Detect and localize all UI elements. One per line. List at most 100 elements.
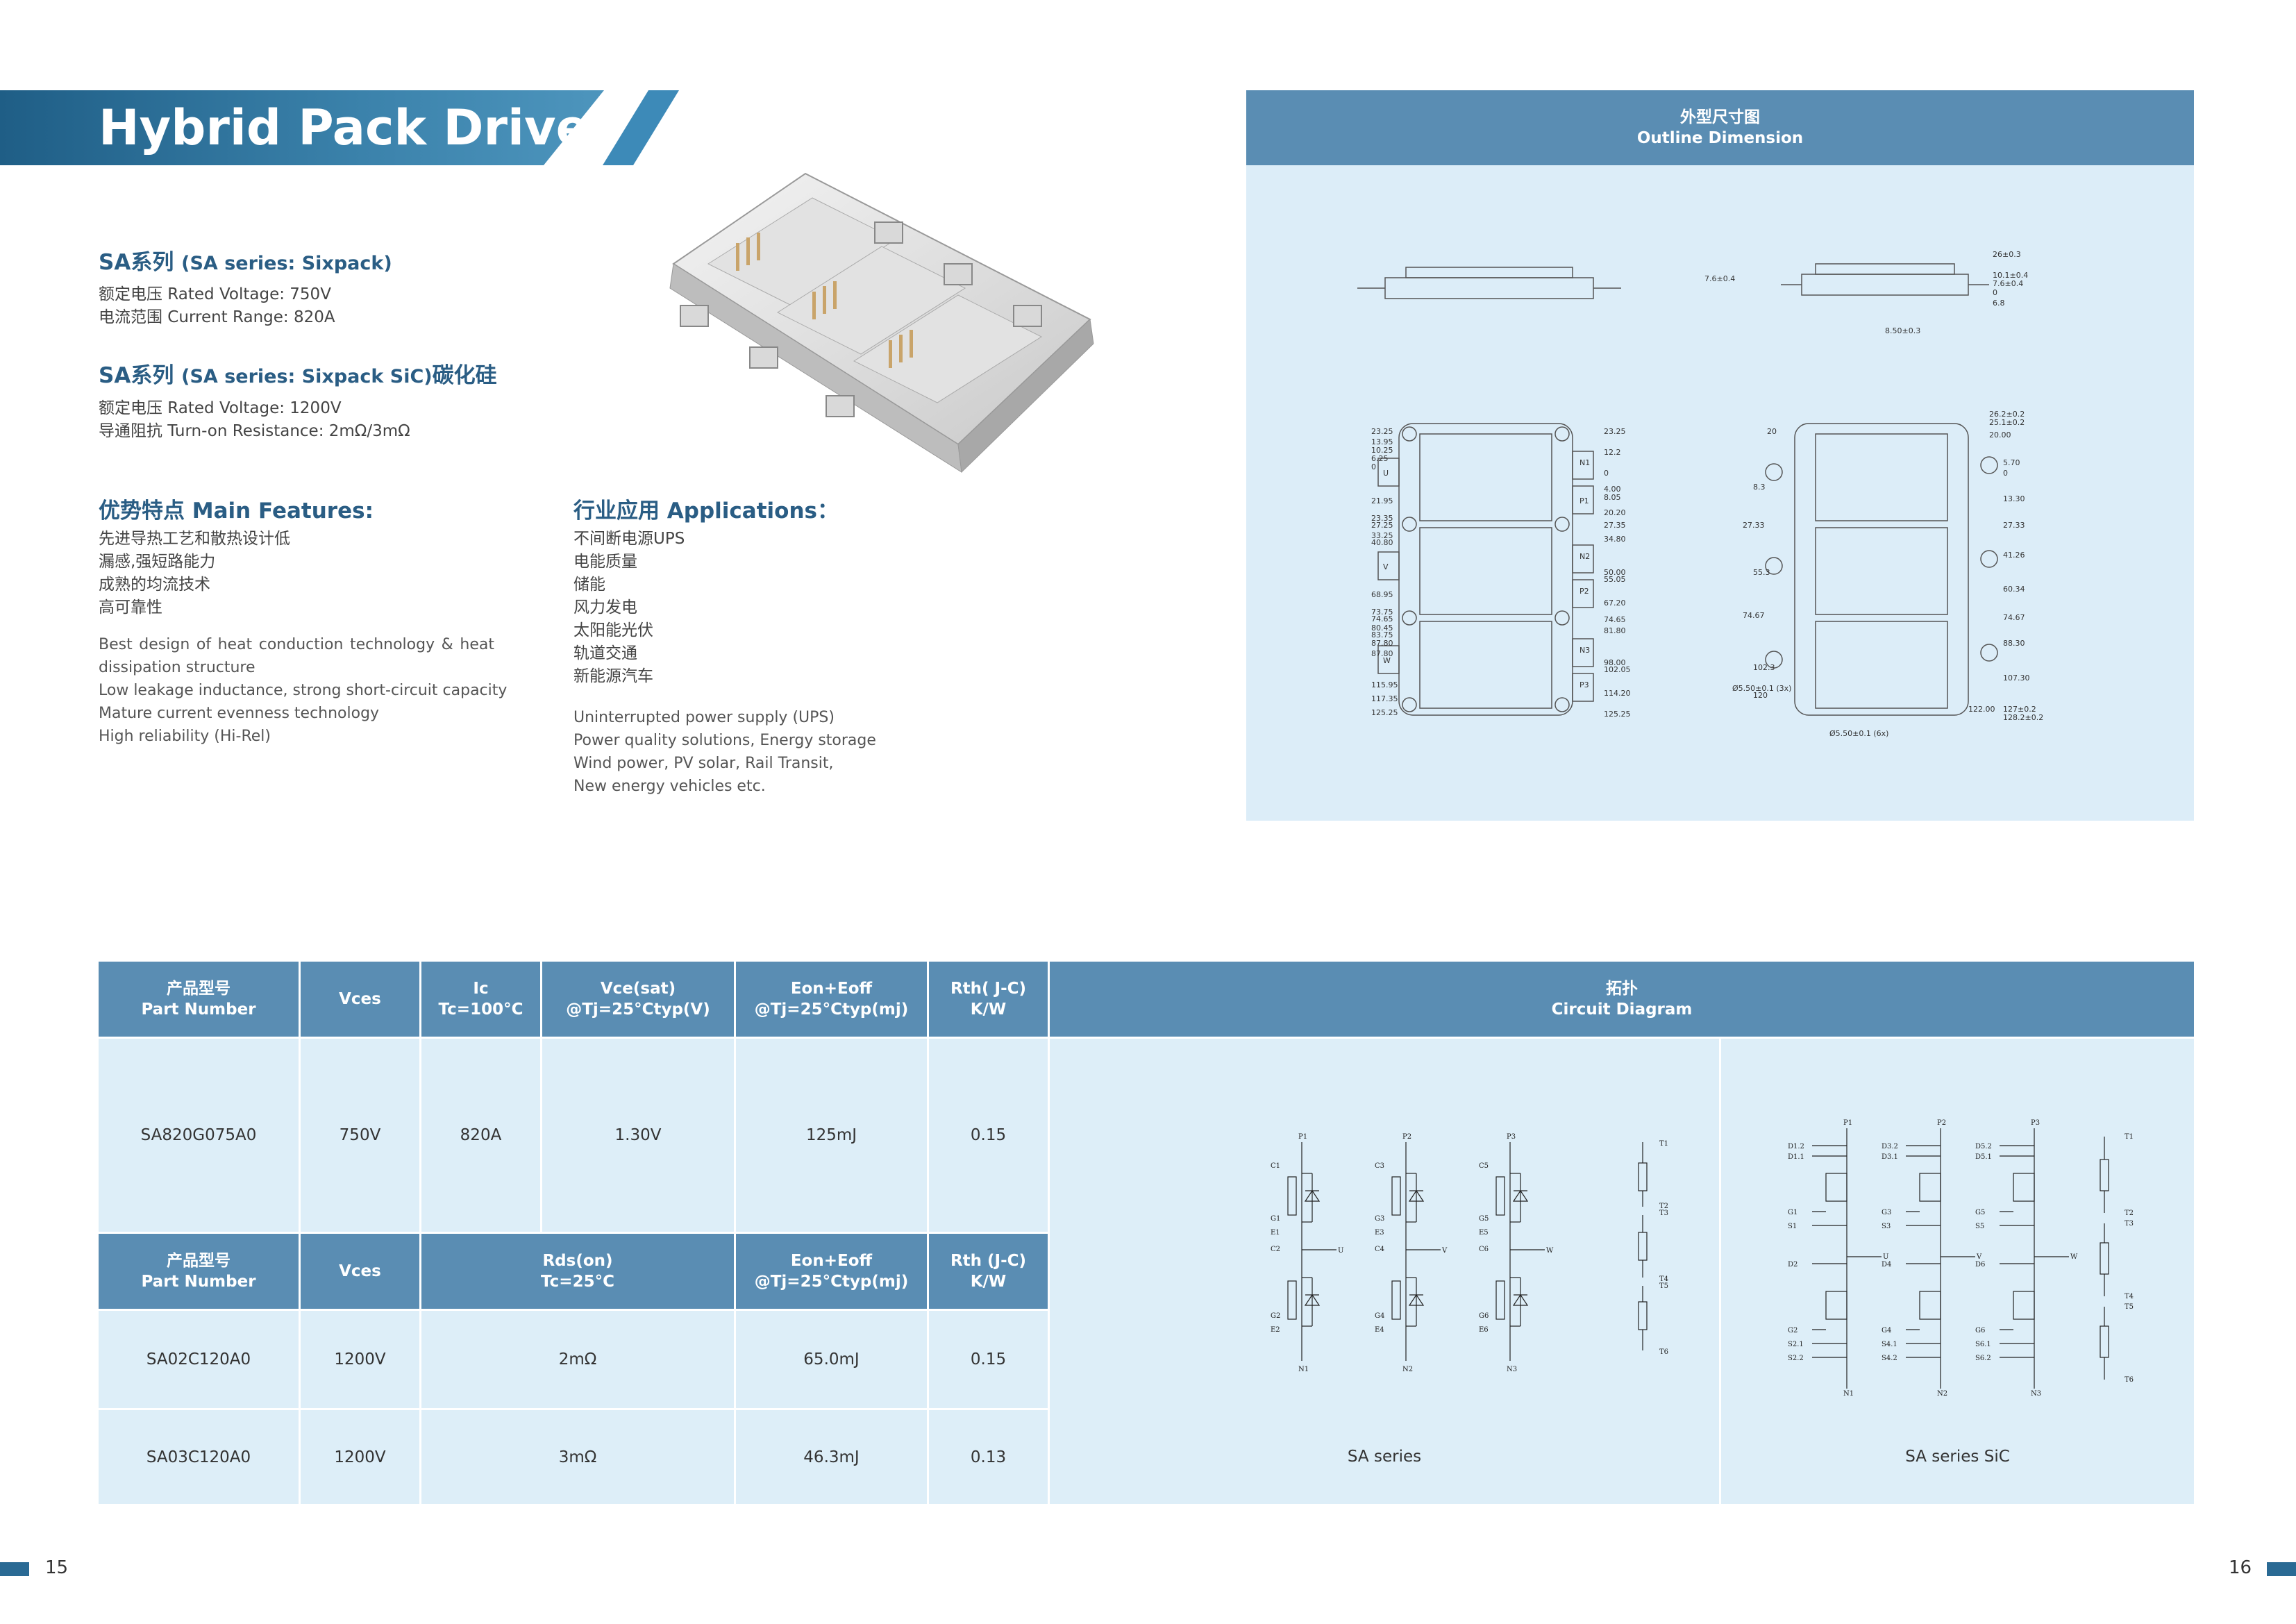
footer-bar-left: [0, 1562, 29, 1576]
application-en-item: Power quality solutions, Energy storage: [573, 732, 876, 749]
footer-bar-right: [2267, 1562, 2296, 1576]
svg-text:G4: G4: [1375, 1312, 1384, 1320]
svg-text:P1: P1: [1579, 496, 1589, 505]
svg-text:S4.2: S4.2: [1882, 1355, 1897, 1362]
circuit-cell-sic: SA series SiC: [1721, 1039, 2194, 1504]
svg-text:6.8: 6.8: [1993, 299, 2005, 308]
svg-text:U: U: [1338, 1247, 1343, 1255]
svg-text:S6.2: S6.2: [1975, 1355, 1991, 1362]
svg-text:E4: E4: [1375, 1326, 1384, 1334]
svg-text:13.30: 13.30: [2003, 494, 2025, 503]
th-eon-eoff: Eon+Eoff@Tj=25°Ctyp(mj): [736, 962, 927, 1037]
feature-cn-item: 高可靠性: [99, 598, 162, 617]
svg-text:13.95: 13.95: [1371, 437, 1393, 446]
sa-sixpack-heading: SA系列 (SA series: Sixpack): [99, 250, 392, 275]
svg-text:5.70: 5.70: [2003, 458, 2020, 467]
outline-panel: [1246, 90, 2194, 821]
features-cn-list: 先进导热工艺和散热设计低 漏感,强短路能力 成熟的均流技术 高可靠性: [99, 528, 501, 619]
svg-text:73.75: 73.75: [1371, 608, 1393, 617]
application-en-item: Wind power, PV solar, Rail Transit,: [573, 755, 834, 772]
svg-text:W: W: [1383, 656, 1391, 665]
svg-text:60.34: 60.34: [2003, 585, 2025, 594]
svg-text:128.2±0.2: 128.2±0.2: [2003, 713, 2043, 722]
svg-text:D3.1: D3.1: [1882, 1153, 1898, 1161]
svg-text:41.26: 41.26: [2003, 551, 2025, 560]
th-eon-eoff-2: Eon+Eoff@Tj=25°Ctyp(mj): [736, 1234, 927, 1309]
svg-text:26.2±0.2: 26.2±0.2: [1989, 410, 2025, 419]
cell-rth: 0.13: [929, 1410, 1048, 1504]
svg-text:E2: E2: [1271, 1326, 1280, 1334]
features-heading: 优势特点 Main Features:: [99, 499, 374, 524]
svg-text:G2: G2: [1271, 1312, 1280, 1320]
svg-text:7.6±0.4: 7.6±0.4: [1704, 274, 1735, 283]
sa-sic-resistance: 导通阻抗 Turn-on Resistance: 2mΩ/3mΩ: [99, 422, 410, 440]
svg-text:G1: G1: [1788, 1209, 1798, 1216]
application-en-item: Uninterrupted power supply (UPS): [573, 709, 835, 726]
svg-text:20.20: 20.20: [1604, 508, 1626, 517]
svg-text:S2.2: S2.2: [1788, 1355, 1804, 1362]
svg-text:27.35: 27.35: [1604, 521, 1626, 530]
application-cn-item: 轨道交通: [573, 644, 637, 662]
svg-text:23.25: 23.25: [1604, 427, 1626, 436]
svg-text:27.33: 27.33: [1743, 521, 1765, 530]
th-vces: Vces: [301, 962, 419, 1037]
svg-text:98.00: 98.00: [1604, 658, 1626, 667]
svg-text:10.25: 10.25: [1371, 446, 1393, 455]
application-cn-item: 太阳能光伏: [573, 621, 653, 639]
svg-text:N2: N2: [1402, 1366, 1413, 1373]
th-rds-on: Rds(on)Tc=25°C: [421, 1234, 734, 1309]
svg-text:125.25: 125.25: [1371, 708, 1398, 717]
svg-text:125.25: 125.25: [1604, 710, 1631, 719]
svg-text:T2: T2: [2125, 1209, 2134, 1217]
cell-part: SA820G075A0: [99, 1039, 299, 1232]
svg-text:115.95: 115.95: [1371, 680, 1398, 689]
outline-header: 外型尺寸图 Outline Dimension: [1246, 90, 2194, 165]
sa-sixpack-voltage: 额定电压 Rated Voltage: 750V: [99, 285, 331, 303]
svg-text:P3: P3: [2031, 1119, 2040, 1127]
svg-text:S4.1: S4.1: [1882, 1341, 1897, 1348]
svg-text:T5: T5: [1659, 1282, 1668, 1290]
svg-text:20: 20: [1767, 427, 1777, 436]
feature-cn-item: 成熟的均流技术: [99, 576, 210, 594]
svg-text:23.25: 23.25: [1371, 427, 1393, 436]
svg-text:S1: S1: [1788, 1223, 1797, 1230]
svg-text:74.65: 74.65: [1604, 615, 1626, 624]
features-en-list: Best design of heat conduction technolog…: [99, 633, 507, 748]
sa-sic-heading: SA系列 (SA series: Sixpack SiC)碳化硅: [99, 363, 497, 388]
outline-title-cn: 外型尺寸图: [1680, 108, 1760, 126]
svg-text:G1: G1: [1271, 1215, 1280, 1223]
svg-text:T4: T4: [2125, 1293, 2134, 1300]
cell-rth: 0.15: [929, 1039, 1048, 1232]
svg-text:E6: E6: [1479, 1326, 1489, 1334]
svg-text:V: V: [1441, 1247, 1448, 1255]
svg-text:21.95: 21.95: [1371, 496, 1393, 505]
svg-text:P2: P2: [1402, 1133, 1411, 1141]
svg-text:E5: E5: [1479, 1229, 1489, 1237]
cell-eon: 65.0mJ: [736, 1311, 927, 1408]
svg-text:T5: T5: [2125, 1303, 2134, 1311]
svg-text:T3: T3: [2125, 1220, 2134, 1228]
application-cn-item: 储能: [573, 576, 605, 594]
svg-text:P1: P1: [1298, 1133, 1307, 1141]
svg-text:40.80: 40.80: [1371, 538, 1393, 547]
svg-text:P3: P3: [1507, 1133, 1516, 1141]
svg-text:0: 0: [1993, 288, 1997, 297]
cell-rds: 2mΩ: [421, 1311, 734, 1408]
cell-vces: 1200V: [301, 1311, 419, 1408]
svg-text:8.05: 8.05: [1604, 493, 1621, 502]
application-cn-item: 新能源汽车: [573, 667, 653, 685]
svg-text:7.6±0.4: 7.6±0.4: [1993, 279, 2023, 288]
svg-text:26±0.3: 26±0.3: [1993, 250, 2021, 259]
svg-text:N1: N1: [1579, 458, 1590, 467]
svg-text:122.00: 122.00: [1968, 705, 1995, 714]
sa-sic-voltage: 额定电压 Rated Voltage: 1200V: [99, 399, 342, 417]
svg-text:G3: G3: [1882, 1209, 1891, 1216]
sa-sixpack-current: 电流范围 Current Range: 820A: [99, 308, 335, 326]
svg-text:20.00: 20.00: [1989, 430, 2011, 440]
svg-text:G2: G2: [1788, 1327, 1798, 1334]
feature-cn-item: 漏感,强短路能力: [99, 553, 216, 571]
